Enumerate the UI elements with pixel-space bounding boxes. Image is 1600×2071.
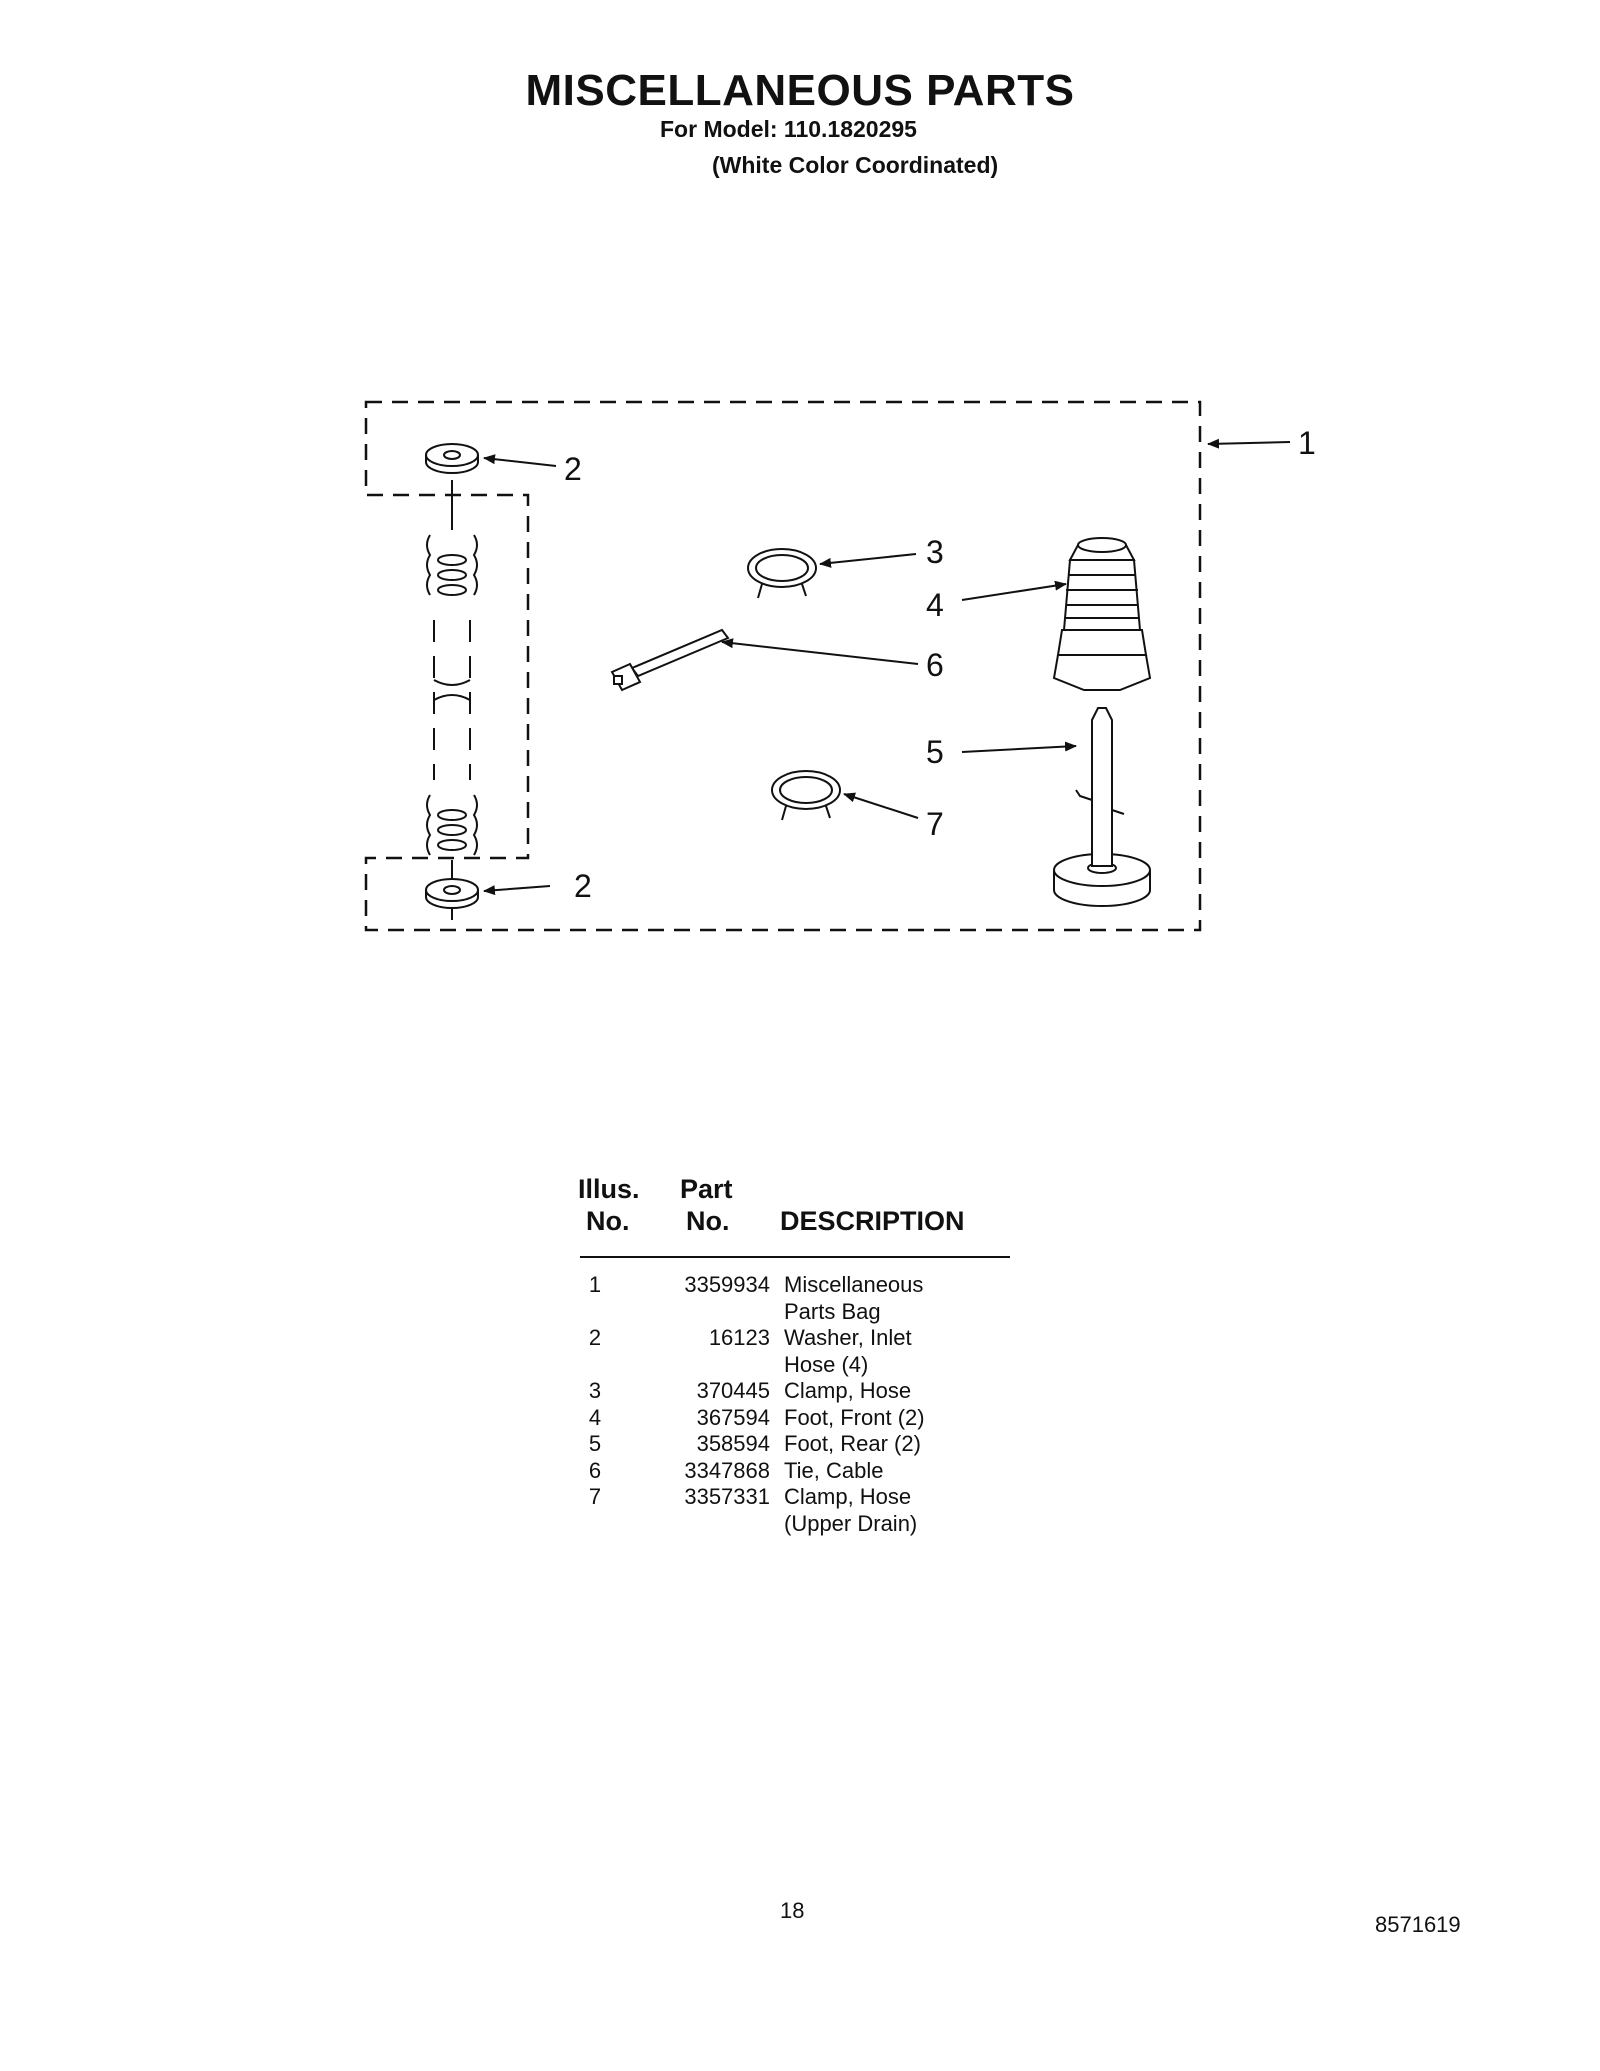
cell-part: 370445 — [696, 1378, 770, 1403]
cell-desc: Foot, Rear (2) — [784, 1431, 1024, 1458]
callout-2-top: 2 — [564, 451, 582, 487]
cell-desc-line2: (Upper Drain) — [784, 1510, 918, 1536]
cable-tie — [610, 628, 730, 692]
color-line: (White Color Coordinated) — [712, 152, 999, 178]
cell-desc: Clamp, Hose — [784, 1378, 1024, 1405]
cell-desc-line2: Hose (4) — [784, 1351, 869, 1377]
rear-foot — [1053, 707, 1151, 907]
cell-illus: 6 — [588, 1457, 602, 1483]
page-title: MISCELLANEOUS PARTS — [525, 66, 1075, 115]
callout-1: 1 — [1298, 425, 1316, 461]
cell-desc-line1: Clamp, Hose — [784, 1484, 912, 1509]
page-number: 18 — [780, 1898, 805, 1923]
cell-desc: Clamp, Hose (Upper Drain) — [784, 1484, 1024, 1537]
cell-desc: Tie, Cable — [784, 1458, 1024, 1485]
cell-desc-line1: Foot, Rear (2) — [784, 1431, 921, 1456]
cell-part: 367594 — [696, 1404, 770, 1430]
cell-desc-line1: Clamp, Hose — [784, 1378, 912, 1403]
cell-part: 3347868 — [684, 1457, 770, 1483]
callout-4: 4 — [926, 587, 944, 623]
cell-desc-line1: Washer, Inlet — [784, 1325, 912, 1350]
parts-bag-outline — [364, 400, 1202, 932]
cell-part: 358594 — [696, 1431, 770, 1456]
cell-part: 3357331 — [684, 1484, 770, 1509]
callout-5: 5 — [926, 734, 944, 770]
hose-clamp-7 — [771, 770, 841, 821]
header-illus-2: No. — [586, 1206, 630, 1236]
washer-bottom — [425, 878, 479, 909]
cell-part: 3359934 — [684, 1272, 770, 1297]
cell-desc-line1: Tie, Cable — [784, 1457, 884, 1483]
cell-illus: 7 — [588, 1484, 602, 1509]
cell-illus: 2 — [588, 1325, 602, 1350]
cell-illus: 5 — [588, 1431, 602, 1456]
inlet-hose — [426, 480, 478, 920]
header-description: DESCRIPTION — [780, 1206, 965, 1236]
cell-illus: 1 — [588, 1272, 602, 1297]
front-foot — [1052, 537, 1152, 691]
parts-diagram: 1 2 2 3 4 6 5 7 — [364, 400, 1316, 932]
cell-desc: Foot, Front (2) — [784, 1405, 1024, 1432]
header-part-1: Part — [680, 1174, 733, 1204]
cell-desc-line1: Miscellaneous — [784, 1272, 924, 1297]
washer-top — [425, 443, 479, 474]
header-rule — [580, 1256, 1010, 1258]
callout-2-bottom: 2 — [574, 868, 592, 904]
cell-desc-line1: Foot, Front (2) — [784, 1404, 925, 1430]
callout-7: 7 — [926, 806, 944, 842]
header-part-2: No. — [686, 1206, 730, 1236]
cell-illus: 4 — [588, 1404, 602, 1430]
callout-6: 6 — [926, 647, 944, 683]
cell-illus: 3 — [588, 1378, 602, 1403]
cell-desc: Washer, Inlet Hose (4) — [784, 1325, 1024, 1378]
header-illus-1: Illus. — [578, 1174, 640, 1204]
cell-desc: Miscellaneous Parts Bag — [784, 1272, 1024, 1325]
hose-clamp-3 — [747, 548, 817, 599]
cell-desc-line2: Parts Bag — [784, 1298, 881, 1324]
callout-3: 3 — [926, 534, 944, 570]
cell-part: 16123 — [708, 1325, 770, 1350]
model-line: For Model: 110.1820295 — [660, 116, 917, 142]
document-number: 8571619 — [1375, 1912, 1461, 1937]
